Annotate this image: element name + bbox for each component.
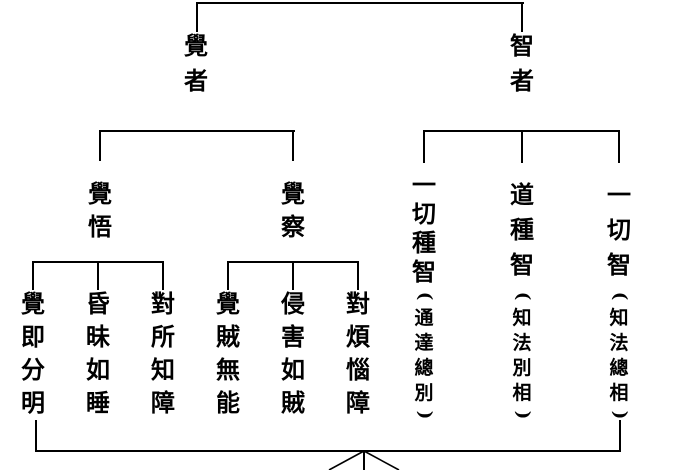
glyph: 切 [607,215,631,244]
glyph: 覺 [281,179,305,208]
glyph: 賊 [216,322,240,351]
glyph: 知 [151,355,175,384]
glyph: 智 [510,31,534,60]
glyph: 對 [151,289,175,318]
leaf-jue-zei-wu-neng: 覺賊無能 [212,291,244,416]
top-bracket-right-drop [521,2,523,32]
juezhe-bracket-left-drop [99,130,101,161]
glyph: 知 [512,307,532,329]
juewu-bracket-drop-3 [162,261,164,290]
glyph: 昏 [86,289,110,318]
glyph: 對 [346,289,370,318]
glyph: 總 [609,357,629,379]
glyph: 無 [216,355,240,384]
glyph: 如 [86,355,110,384]
glyph: 察 [281,212,305,241]
glyph: 障 [346,388,370,417]
glyph: 侵 [281,289,305,318]
glyph: 明 [21,388,45,417]
glyph: 一 [412,170,436,199]
vertical-open-paren: ( [414,291,435,301]
glyph: 切 [412,199,436,228]
node-jue-wu: 覺悟 [84,181,116,240]
glyph: 所 [151,322,175,351]
glyph: 者 [510,66,534,95]
leaf-hun-mei-ru-shui: 昏昧如睡 [82,291,114,416]
glyph: 智 [510,250,534,279]
note-zhi-fa-zong-xiang: ( 知法總相 ) [603,289,635,422]
top-bracket-horizontal [197,2,524,4]
glyph: 相 [609,382,629,404]
glyph: 知 [609,307,629,329]
glyph: 相 [512,382,532,404]
glyph: 昧 [86,322,110,351]
glyph: 覺 [216,289,240,318]
bottom-bracket-right-riser [619,420,621,452]
juezhe-children-bracket [99,130,295,132]
zhizhe-bracket-drop-2 [521,130,523,163]
glyph: 分 [21,355,45,384]
glyph: 總 [414,357,434,379]
glyph: 別 [512,357,532,379]
vertical-close-paren: ) [512,410,533,420]
node-yi-qie-zhi: 一切智 [603,182,635,278]
vertical-close-paren: ) [609,410,630,420]
glyph: 一 [607,180,631,209]
bottom-bracket-horizontal [35,450,621,452]
glyph: 如 [281,355,305,384]
glyph: 睡 [86,388,110,417]
vertical-open-paren: ( [609,291,630,301]
glyph: 賊 [281,388,305,417]
glyph: 達 [414,332,434,354]
glyph: 即 [21,322,45,351]
juecha-bracket-drop-3 [357,261,359,290]
glyph: 智 [607,250,631,279]
node-zhi-zhe: 智者 [506,33,538,94]
glyph: 覺 [21,289,45,318]
glyph: 覺 [88,179,112,208]
glyph: 惱 [346,355,370,384]
glyph: 別 [414,382,434,404]
leaf-qin-hai-ru-zei: 侵害如賊 [277,291,309,416]
note-tong-da-zong-bie: ( 通達總別 ) [408,289,440,422]
glyph: 覺 [184,31,208,60]
glyph: 障 [151,388,175,417]
node-yi-qie-zhong-zhi: 一切種智 [408,172,440,285]
node-jue-cha: 覺察 [277,181,309,240]
glyph: 通 [414,307,434,329]
juewu-bracket-drop-2 [97,261,99,290]
leaf-dui-suo-zhi-zhang: 對所知障 [147,291,179,416]
juewu-bracket-drop-1 [32,261,34,290]
glyph: 能 [216,388,240,417]
zhizhe-bracket-drop-1 [423,130,425,163]
leaf-jue-ji-fen-ming: 覺即分明 [17,291,49,416]
glyph: 煩 [346,322,370,351]
bottom-bracket-left-riser [35,420,37,452]
vertical-close-paren: ) [414,410,435,420]
glyph: 種 [510,215,534,244]
top-bracket-left-drop [196,2,198,32]
glyph: 智 [412,257,436,286]
note-zhi-fa-bie-xiang: ( 知法別相 ) [506,289,538,422]
juecha-bracket-drop-1 [227,261,229,290]
convergence-fan-lines [328,450,400,470]
glyph: 種 [412,228,436,257]
juecha-bracket-drop-2 [292,261,294,290]
glyph: 道 [510,180,534,209]
glyph: 害 [281,322,305,351]
leaf-dui-fan-nao-zhang: 對煩惱障 [342,291,374,416]
juezhe-bracket-right-drop [292,130,294,161]
glyph: 法 [609,332,629,354]
node-jue-zhe: 覺者 [180,33,212,94]
glyph: 法 [512,332,532,354]
glyph: 者 [184,66,208,95]
glyph: 悟 [88,212,112,241]
vertical-open-paren: ( [512,291,533,301]
zhizhe-bracket-drop-3 [618,130,620,163]
node-dao-zhong-zhi: 道種智 [506,182,538,278]
